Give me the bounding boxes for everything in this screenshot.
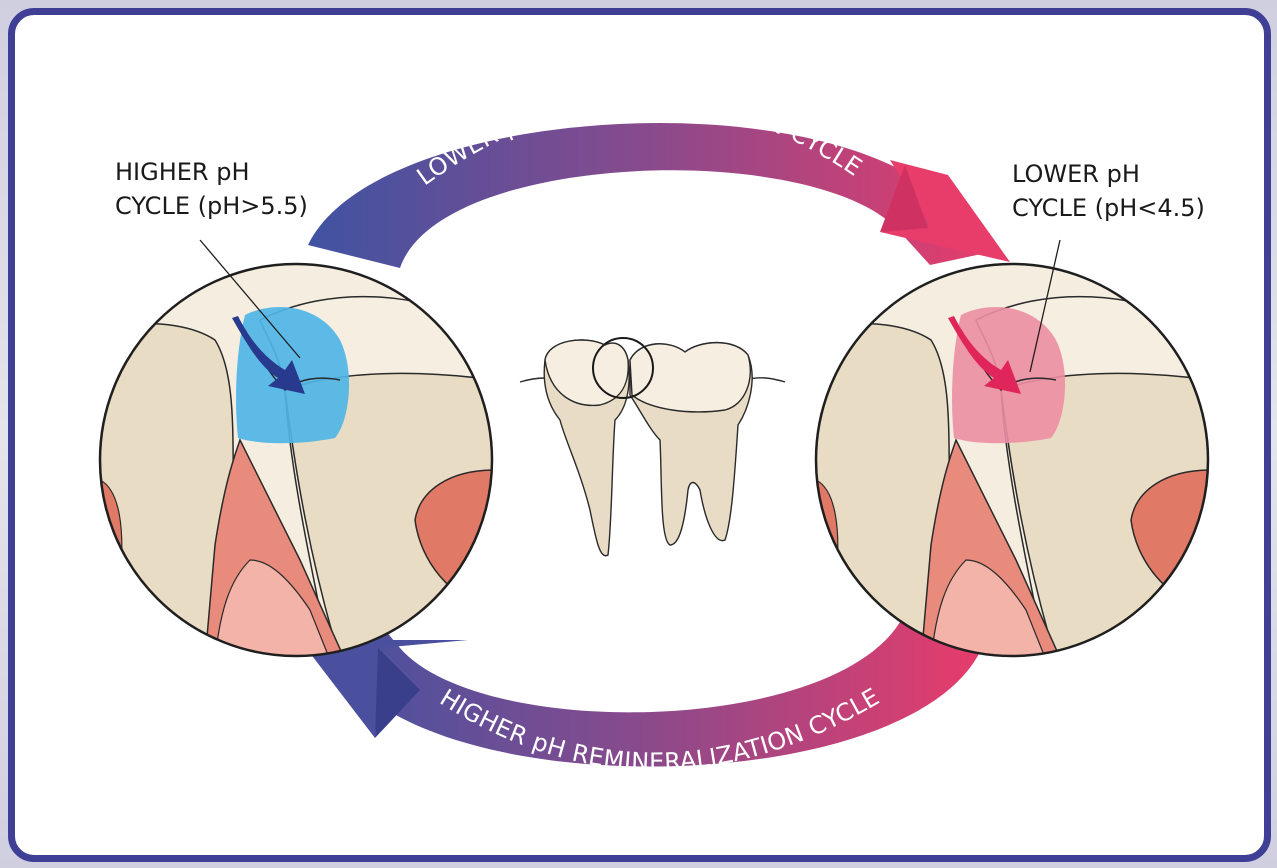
left-label-line2: CYCLE (pH>5.5) [115,192,308,220]
left-tooth-closeup-icon [100,264,495,660]
center-molar-pair-icon [520,338,785,556]
left-label-line1: HIGHER pH [115,158,250,186]
right-label-line1: LOWER pH [1012,160,1140,188]
right-label-line2: CYCLE (pH<4.5) [1012,194,1205,222]
right-tooth-closeup-icon [816,264,1211,660]
